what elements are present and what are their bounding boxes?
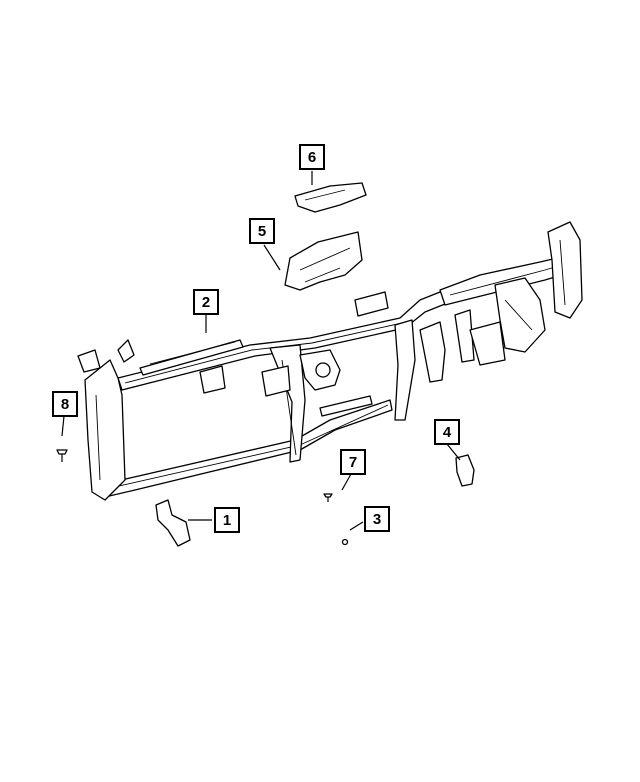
part-3-nut bbox=[341, 538, 349, 546]
callout-7: 7 bbox=[340, 449, 366, 475]
callout-2: 2 bbox=[193, 289, 219, 315]
callout-4: 4 bbox=[434, 419, 460, 445]
part-8-screw bbox=[56, 449, 68, 462]
part-7-fastener bbox=[323, 493, 333, 502]
part-1-bracket bbox=[155, 499, 191, 547]
callout-8: 8 bbox=[52, 391, 78, 417]
callout-5: 5 bbox=[249, 218, 275, 244]
callout-6: 6 bbox=[299, 144, 325, 170]
callout-1: 1 bbox=[214, 507, 240, 533]
leader-lines bbox=[61, 171, 461, 531]
part-6-bracket bbox=[294, 182, 367, 213]
callout-3: 3 bbox=[364, 506, 390, 532]
cross-car-beam-assembly bbox=[77, 221, 583, 501]
part-4-bracket bbox=[455, 454, 475, 487]
part-5-support-bracket bbox=[284, 231, 363, 291]
